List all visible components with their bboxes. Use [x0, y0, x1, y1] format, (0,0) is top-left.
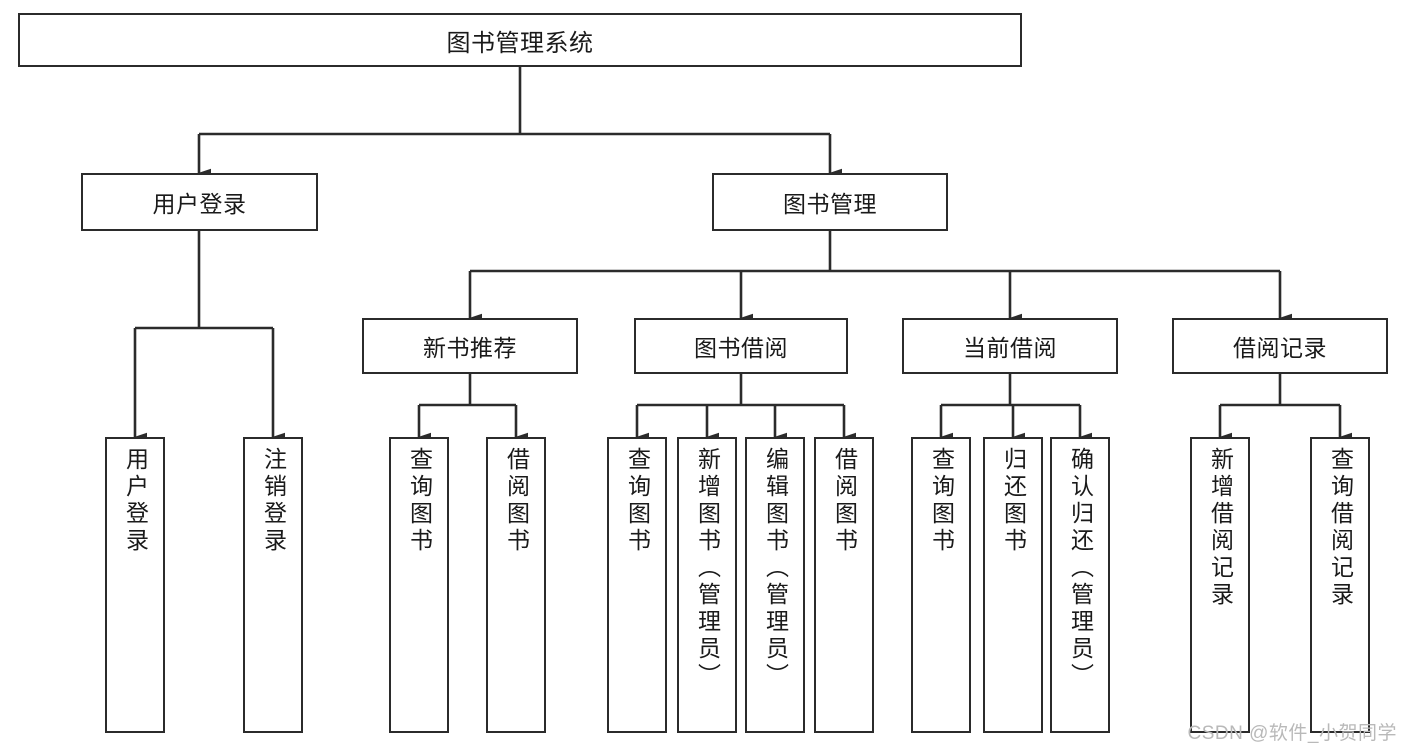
node-leaf-logout-label: 注销登录 [260, 447, 287, 555]
node-leaf-confirm-return-admin[interactable]: 确认归还（管理员） [1050, 437, 1110, 733]
node-borrow-record-label: 借阅记录 [1233, 335, 1327, 361]
node-leaf-confirm-return-admin-label: 确认归还（管理员） [1067, 447, 1094, 690]
node-book-borrow[interactable]: 图书借阅 [634, 318, 848, 374]
node-root-label: 图书管理系统 [446, 29, 594, 57]
node-leaf-edit-book-admin-label: 编辑图书（管理员） [762, 447, 789, 690]
node-leaf-borrow-book-label: 借阅图书 [831, 447, 858, 555]
node-leaf-add-book-admin[interactable]: 新增图书（管理员） [677, 437, 737, 733]
node-book-manage-label: 图书管理 [783, 191, 877, 217]
node-leaf-query-borrow-record-label: 查询借阅记录 [1327, 447, 1354, 609]
node-leaf-borrow-book-recommend-label: 借阅图书 [503, 447, 530, 555]
node-book-borrow-label: 图书借阅 [694, 335, 788, 361]
node-leaf-borrow-book-recommend[interactable]: 借阅图书 [486, 437, 546, 733]
node-leaf-query-borrow-record[interactable]: 查询借阅记录 [1310, 437, 1370, 733]
node-leaf-query-book-recommend[interactable]: 查询图书 [389, 437, 449, 733]
node-leaf-query-book-current-label: 查询图书 [928, 447, 955, 555]
node-leaf-return-book-label: 归还图书 [1000, 447, 1027, 555]
node-borrow-record[interactable]: 借阅记录 [1172, 318, 1388, 374]
node-leaf-return-book[interactable]: 归还图书 [983, 437, 1043, 733]
node-current-borrow-label: 当前借阅 [963, 335, 1057, 361]
node-leaf-user-login-label: 用户登录 [122, 447, 149, 555]
node-new-book-recommend-label: 新书推荐 [423, 335, 517, 361]
node-leaf-edit-book-admin[interactable]: 编辑图书（管理员） [745, 437, 805, 733]
node-leaf-query-book-borrow[interactable]: 查询图书 [607, 437, 667, 733]
node-book-manage[interactable]: 图书管理 [712, 173, 948, 231]
csdn-watermark: CSDN @软件_小贺同学 [1187, 723, 1397, 744]
node-user-login[interactable]: 用户登录 [81, 173, 318, 231]
node-leaf-logout[interactable]: 注销登录 [243, 437, 303, 733]
node-leaf-add-borrow-record-label: 新增借阅记录 [1207, 447, 1234, 609]
node-current-borrow[interactable]: 当前借阅 [902, 318, 1118, 374]
node-leaf-add-book-admin-label: 新增图书（管理员） [694, 447, 721, 690]
node-leaf-add-borrow-record[interactable]: 新增借阅记录 [1190, 437, 1250, 733]
node-root-system[interactable]: 图书管理系统 [18, 13, 1022, 67]
node-leaf-query-book-recommend-label: 查询图书 [406, 447, 433, 555]
node-leaf-query-book-borrow-label: 查询图书 [624, 447, 651, 555]
node-leaf-user-login[interactable]: 用户登录 [105, 437, 165, 733]
node-user-login-label: 用户登录 [152, 191, 247, 217]
node-leaf-query-book-current[interactable]: 查询图书 [911, 437, 971, 733]
node-new-book-recommend[interactable]: 新书推荐 [362, 318, 578, 374]
node-leaf-borrow-book[interactable]: 借阅图书 [814, 437, 874, 733]
